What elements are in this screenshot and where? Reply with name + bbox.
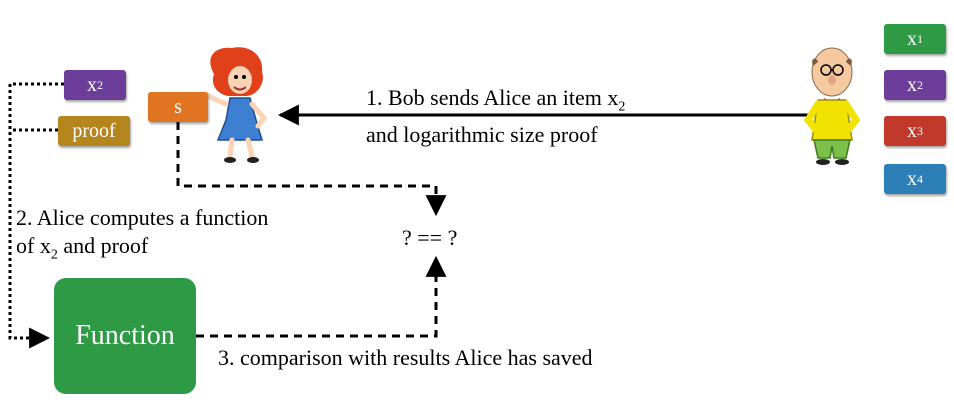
bob-item-x3-base: x — [907, 119, 917, 142]
bob-item-x2-base: x — [907, 73, 917, 96]
alice-proof-chip: proof — [58, 116, 130, 146]
bob-item-x2-sub: 2 — [917, 77, 923, 92]
alice-icon — [203, 47, 268, 163]
compare-text: ? == ? — [402, 225, 458, 250]
step1-line1-sub: 2 — [618, 99, 626, 115]
alice-item-x2-base: x — [87, 73, 97, 96]
step2-line1: 2. Alice computes a function — [16, 205, 269, 230]
bob-icon — [803, 47, 861, 165]
function-label: Function — [75, 320, 175, 351]
step2-line2-suffix: and proof — [57, 233, 149, 258]
alice-s-chip: s — [148, 92, 208, 122]
bob-item-x1-base: x — [907, 27, 917, 50]
step1-line2: and logarithmic size proof — [366, 122, 598, 148]
step2-line2: of x2 and proof — [16, 232, 268, 269]
alice-item-x2-sub: 2 — [97, 77, 103, 92]
alice-s-label: s — [174, 95, 182, 118]
step1-text: 1. Bob sends Alice an item x2 and logari… — [366, 84, 625, 149]
bob-item-x3-sub: 3 — [917, 123, 923, 138]
step2-text: 2. Alice computes a function of x2 and p… — [16, 204, 268, 269]
s-to-compare-line — [176, 122, 447, 217]
step1-line1-prefix: 1. Bob sends Alice an item x — [366, 85, 619, 110]
step2-line2-prefix: of x — [16, 233, 51, 258]
step3-text: 3. comparison with results Alice has sav… — [218, 345, 593, 370]
step2-line2-sub: 2 — [50, 247, 58, 263]
bob-item-x4-sub: 4 — [917, 171, 923, 186]
step1-line1: 1. Bob sends Alice an item x2 — [366, 84, 625, 121]
x2-dotted-line — [8, 82, 64, 349]
bob-item-x4-base: x — [907, 167, 917, 190]
bob-item-x1-sub: 1 — [917, 31, 923, 46]
alice-proof-label: proof — [72, 119, 116, 142]
function-to-compare-line — [196, 255, 447, 338]
function-box: Function — [54, 278, 196, 394]
